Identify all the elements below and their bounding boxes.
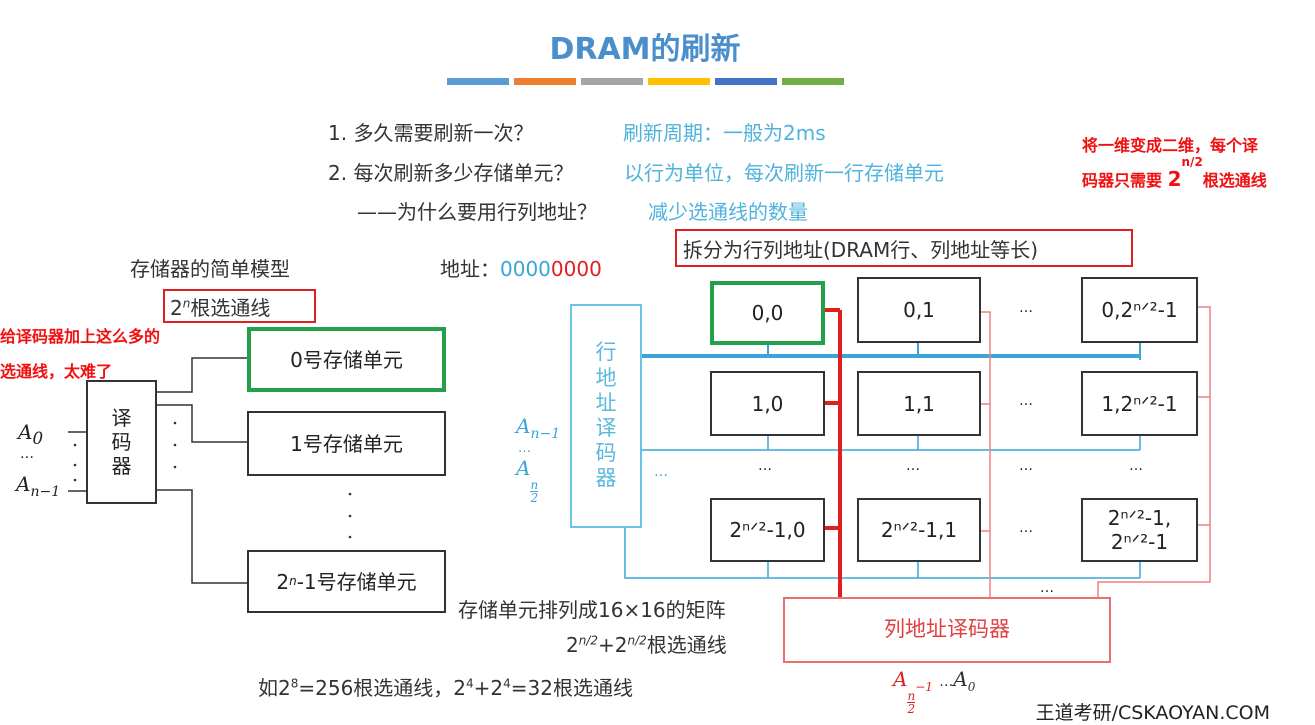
wire-n [156,489,247,584]
col-line-last [1097,306,1211,597]
ellipsis-col0: … [758,458,772,474]
row-input-top: An−1 [516,414,561,442]
ellipsis-row0: … [1019,300,1033,316]
address-col-bits: 0000 [550,257,602,281]
cell-0-0: 0,0 [710,281,825,345]
wire-0 [156,357,247,393]
matrix-note: 存储单元排列成16×16的矩阵 [458,598,726,622]
question-1: 1. 多久需要刷新一次？ [328,121,534,145]
ellipsis-colmid: … [1019,458,1033,474]
question-2: 2. 每次刷新多少存储单元？ [328,161,574,185]
ellipsis-row1: … [1019,393,1033,409]
answer-1: 刷新周期：一般为2ms [623,121,826,145]
column-decoder-box: 列地址译码器 [783,597,1111,663]
input-a0: A0 [18,420,44,448]
cell-last-last: 2ⁿᐟ²-1, 2ⁿᐟ²-1 [1081,498,1198,562]
row-input-dots: … [518,441,531,456]
example-note: 如28=256根选通线，24+24=32根选通线 [258,676,634,700]
select-lines-label: 2n根选通线 [170,296,271,320]
page-title: DRAM的刷新 [549,32,741,67]
answer-3: 减少选通线的数量 [648,200,808,224]
cell-last-1: 2ⁿᐟ²-1,1 [857,498,981,562]
cell-last-0: 2ⁿᐟ²-1,0 [710,498,825,562]
ellipsis-rowlast: … [1019,520,1033,536]
title-color-bars [447,78,844,85]
wire-1 [156,404,247,443]
input-dots: … [20,446,34,462]
dots [73,421,352,539]
cell-1-1: 1,1 [857,371,981,436]
row-decoder-box: 行地址译码器 [570,304,642,528]
title-bar-4 [715,78,777,85]
cell-1-0: 1,0 [710,371,825,436]
question-3: ——为什么要用行列地址？ [357,200,597,224]
col-line-1 [980,311,991,597]
cell-0-last: 0,2ⁿᐟ²-1 [1081,277,1198,343]
select-lines-box [163,289,316,323]
note-top-right-2: 码器只需要 2n/2根选通线 [1082,154,1267,191]
row-line-1 [600,436,1141,451]
note-left-2: 选通线，太难了 [0,362,113,381]
title-bar-0 [447,78,509,85]
watermark-text: 王道考研/CSKAOYAN.COM [1035,702,1270,724]
cell-1-last: 1,2ⁿᐟ²-1 [1081,371,1198,436]
cell-0-1: 0,1 [857,277,981,343]
row-decoder-dots: … [654,464,668,480]
ellipsis-col1: … [906,458,920,474]
title-bar-3 [648,78,710,85]
address-label: 地址：00000000 [440,257,602,281]
split-address-label: 拆分为行列地址(DRAM行、列地址等长) [683,238,1039,262]
lines-formula: 2n/2+2n/2根选通线 [566,633,727,657]
simple-model-label: 存储器的简单模型 [130,257,290,281]
answer-2: 以行为单位，每次刷新一行存储单元 [624,161,944,185]
title-bar-2 [581,78,643,85]
input-an: An−1 [16,472,61,500]
row-line-last [600,507,1141,579]
note-top-right-1: 将一维变成二维，每个译 [1082,136,1259,155]
col-line-0 [824,308,842,597]
title-bar-1 [514,78,576,85]
split-address-box [675,229,1133,267]
memory-cell-0: 0号存储单元 [247,327,446,392]
title-bar-5 [782,78,844,85]
decoder-box: 译码器 [86,380,157,504]
ellipsis-col-lines: … [1040,580,1054,596]
ellipsis-collast: … [1129,458,1143,474]
memory-cell-1: 1号存储单元 [247,411,446,476]
address-row-bits: 0000 [500,257,551,281]
note-left-1: 给译码器加上这么多的 [0,327,161,346]
